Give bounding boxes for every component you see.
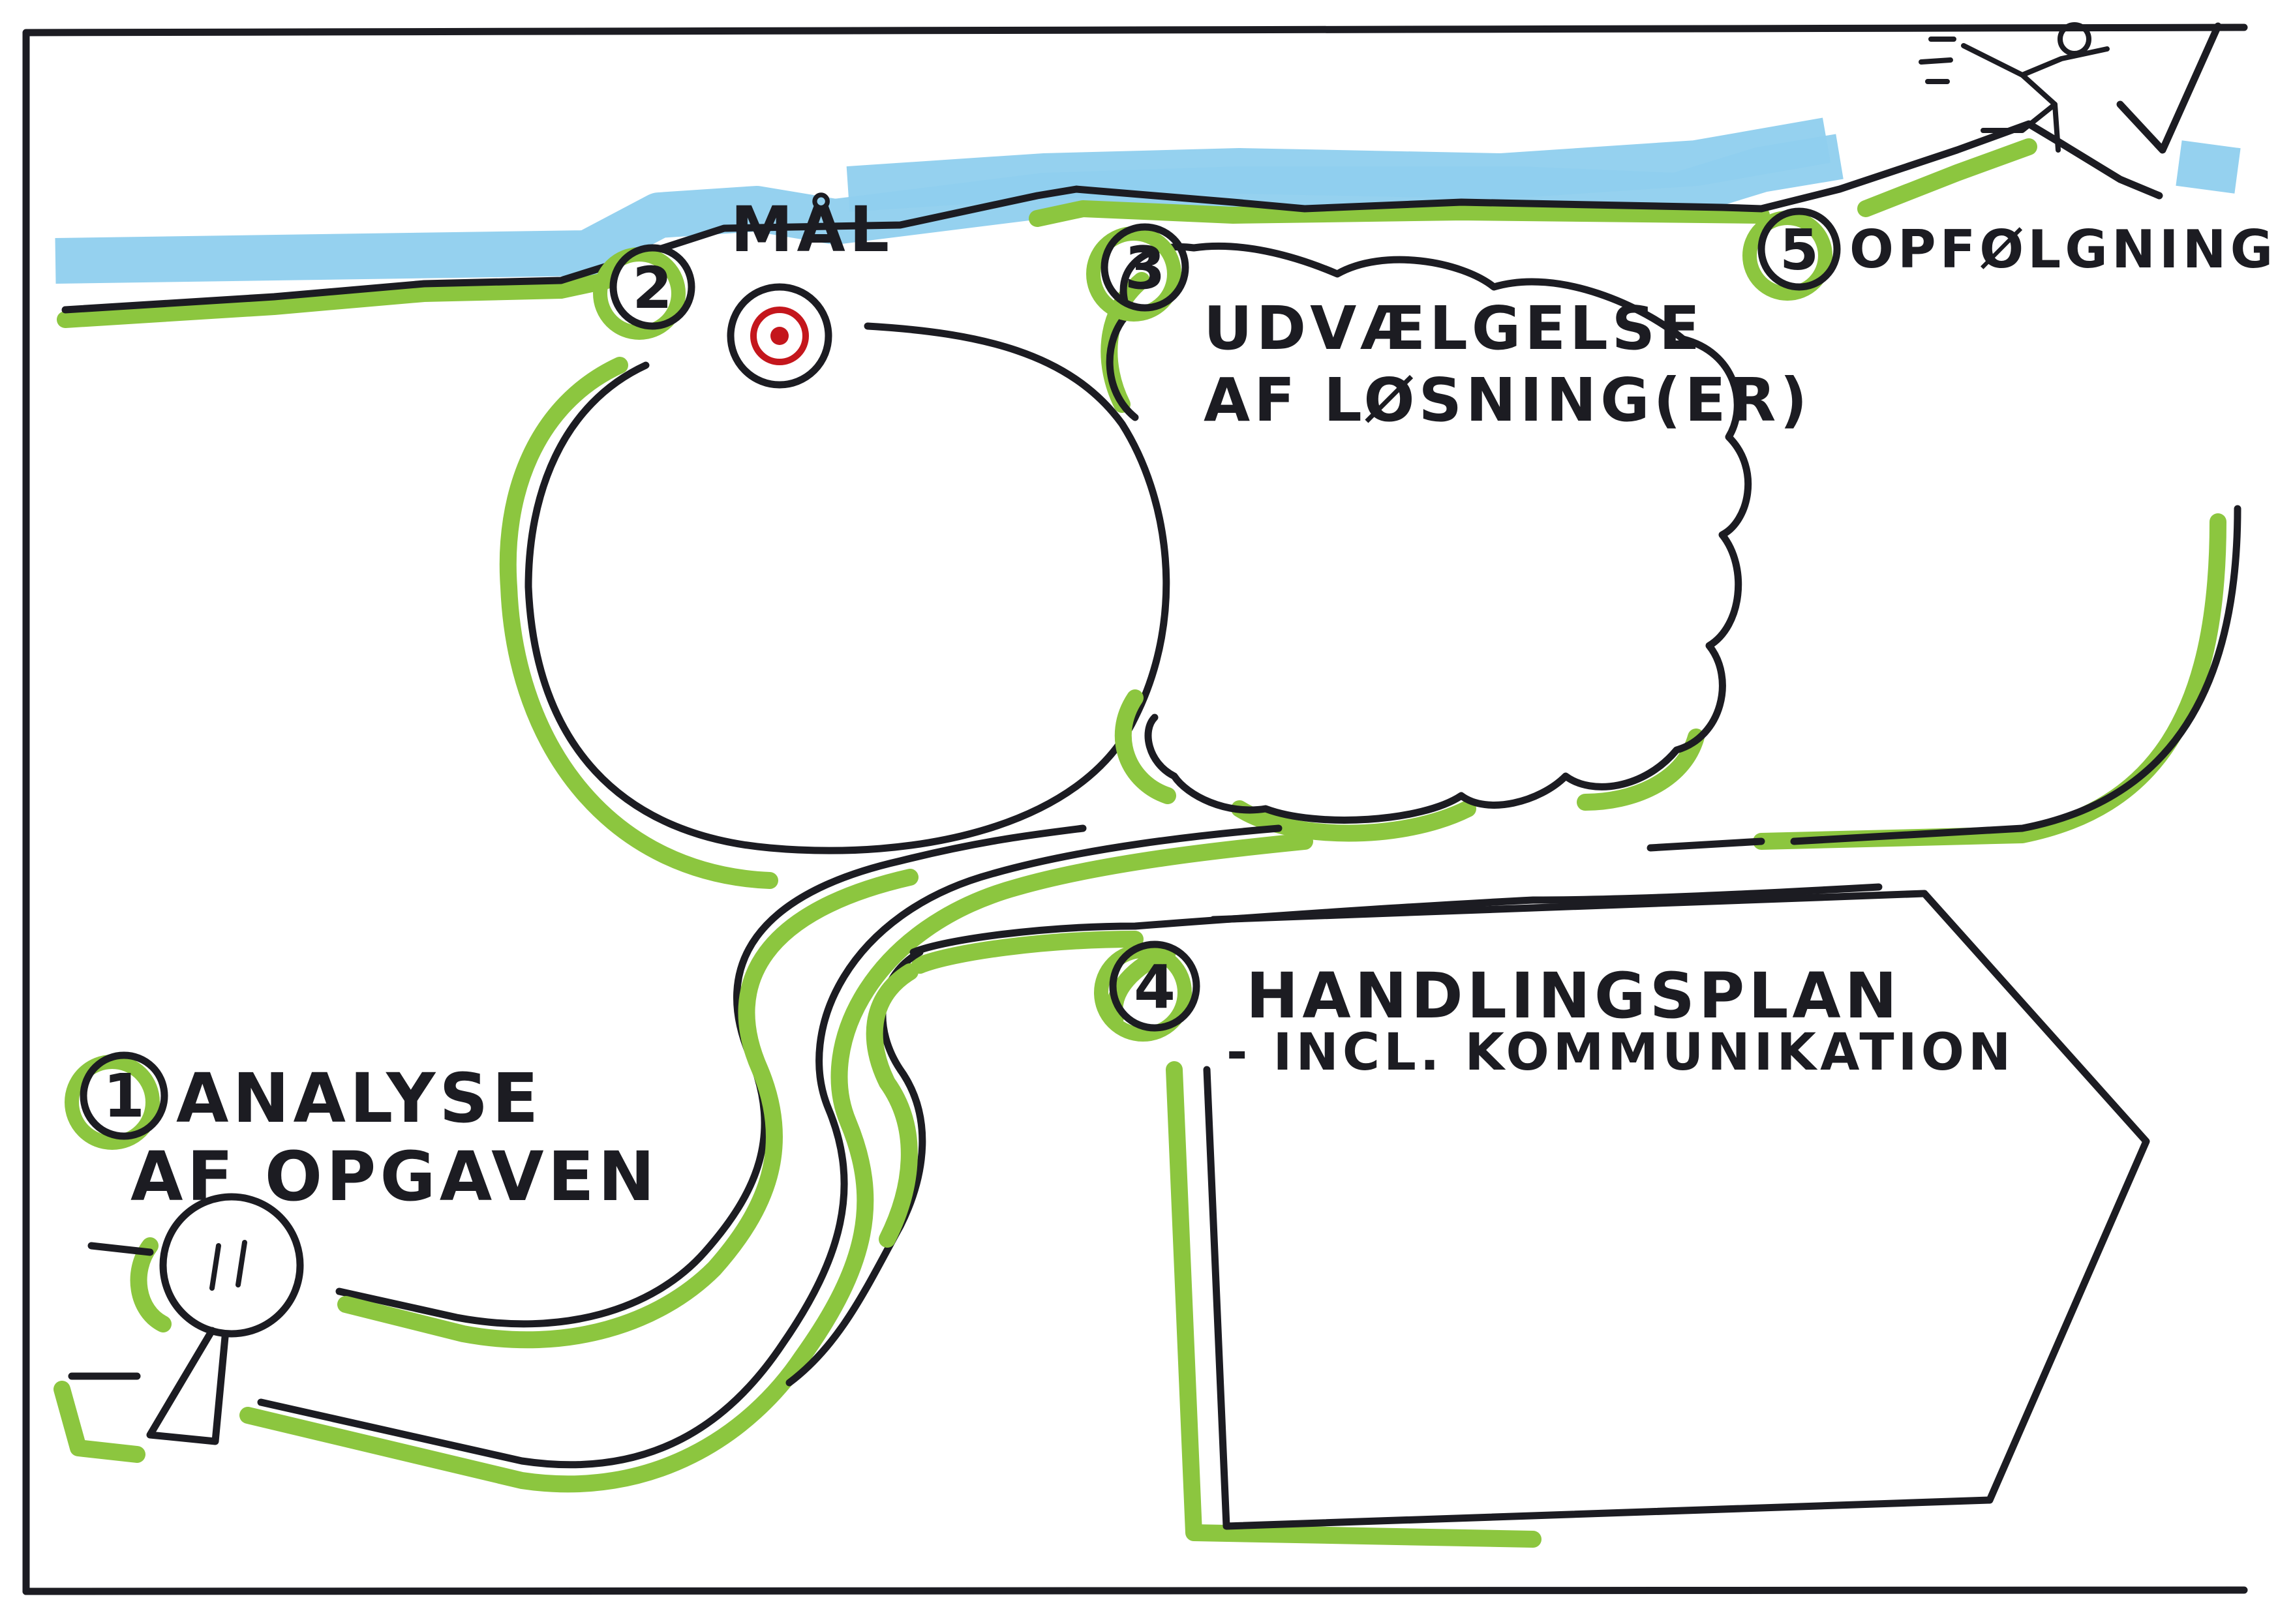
- step-2-number-circle: 2: [593, 244, 695, 340]
- goal-circle: [499, 322, 1170, 889]
- step-2-number: 2: [632, 254, 672, 322]
- step-5-number-circle: 5: [1742, 207, 1841, 301]
- step-4-number-circle: 4: [1094, 940, 1200, 1042]
- step-1-number: 1: [103, 1061, 145, 1131]
- step-3-label-line-2: AF LØSNING(ER): [1204, 365, 1811, 435]
- step-labels: ANALYSE AF OPGAVEN MÅL UDVÆLGELSE AF LØS…: [130, 192, 2277, 1216]
- step-3-number: 3: [1125, 234, 1166, 303]
- person-icon: [1919, 22, 2110, 153]
- frame: [22, 23, 2248, 1595]
- magnifier-icon: [87, 1193, 304, 1445]
- step-5-number: 5: [1780, 218, 1819, 283]
- step-1-number-circle: 1: [65, 1051, 168, 1150]
- step-1-label-line-1: ANALYSE: [176, 1059, 542, 1138]
- step-2-label: MÅL: [731, 192, 893, 266]
- speech-cloud-icon: [1101, 242, 1752, 842]
- step-3-number-circle: 3: [1086, 223, 1189, 322]
- step-4-number: 4: [1134, 952, 1176, 1022]
- step-1-label-line-2: AF OPGAVEN: [130, 1137, 659, 1216]
- step-3-label-line-1: UDVÆLGELSE: [1204, 293, 1704, 363]
- step-5-label: OPFØLGNING: [1849, 219, 2277, 280]
- step-4-label-line-1: HANDLINGSPLAN: [1246, 959, 1901, 1032]
- road: [53, 505, 2241, 1493]
- step-number-circles: 1 2 3 4 5: [65, 207, 1841, 1150]
- target-icon: [727, 283, 832, 389]
- checkmark-icon: [2116, 22, 2222, 154]
- step-4-label-line-2: - INCL. KOMMUNIKATION: [1226, 1023, 2014, 1082]
